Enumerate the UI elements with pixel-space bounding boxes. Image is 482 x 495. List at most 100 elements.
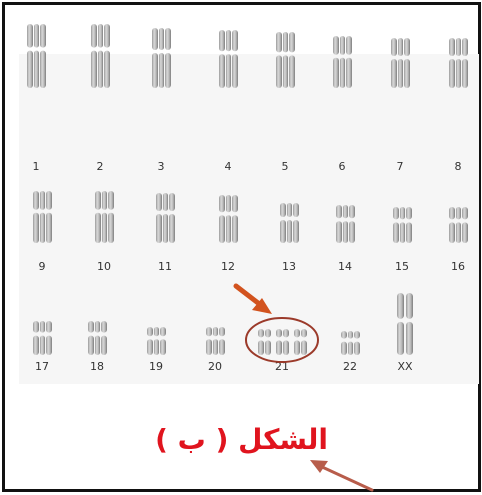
chromatid-arm	[232, 195, 238, 213]
chromosome-label-20: 20	[208, 360, 222, 373]
chromatid-arm	[287, 203, 292, 217]
chromatid-arm	[219, 195, 225, 213]
chromatid-arm	[406, 222, 412, 243]
chromatid-arm	[159, 53, 164, 88]
chromatid-arm	[88, 335, 94, 355]
chromatid-arm	[276, 329, 282, 338]
chromosome-label-8: 8	[455, 160, 462, 173]
chromatid-arm	[276, 55, 282, 88]
chromatid-arm	[340, 57, 345, 88]
caption-arrow-shaft	[318, 464, 374, 492]
chromosome-label-22: 22	[343, 360, 357, 373]
chromatid-arm	[333, 36, 339, 55]
chromatid-arm	[462, 59, 468, 88]
chromatid-arm	[301, 340, 307, 355]
chromatid-arm	[40, 335, 45, 355]
chromosome-label-15: 15	[395, 260, 409, 273]
chromatid-arm	[456, 207, 461, 220]
caption-arrow-head	[310, 460, 328, 473]
chromatid-arm	[91, 50, 97, 88]
chromatid-arm	[280, 220, 286, 243]
chromatid-arm	[154, 327, 159, 337]
pointer-arrow-shaft	[233, 283, 265, 309]
chromatid-arm	[46, 212, 52, 243]
chromatid-arm	[33, 191, 39, 210]
chromatid-arm	[349, 221, 355, 243]
chromosome-label-5: 5	[282, 160, 289, 173]
chromosome-label-18: 18	[90, 360, 104, 373]
chromatid-arm	[219, 215, 225, 243]
chromatid-arm	[147, 339, 153, 355]
chromatid-arm	[101, 321, 107, 333]
chromatid-arm	[449, 222, 455, 243]
chromatid-arm	[354, 331, 360, 339]
chromatid-arm	[406, 321, 413, 355]
chromatid-arm	[276, 340, 282, 355]
chromatid-arm	[397, 293, 404, 319]
chromatid-arm	[98, 24, 103, 48]
chromatid-arm	[283, 55, 288, 88]
chromatid-arm	[40, 50, 46, 88]
chromosome-label-11: 11	[158, 260, 172, 273]
chromatid-arm	[165, 53, 171, 88]
chromatid-arm	[336, 205, 342, 219]
chromatid-arm	[46, 321, 52, 333]
chromatid-arm	[404, 59, 410, 88]
chromatid-arm	[156, 214, 162, 243]
chromatid-arm	[348, 341, 353, 355]
chromatid-arm	[95, 212, 101, 243]
chromatid-arm	[95, 191, 101, 210]
chromatid-arm	[226, 215, 231, 243]
chromosome-label-16: 16	[451, 260, 465, 273]
chromatid-arm	[219, 327, 225, 337]
pointer-arrow-head	[252, 298, 272, 314]
chromatid-arm	[398, 59, 403, 88]
chromatid-arm	[289, 55, 295, 88]
chromatid-arm	[206, 339, 212, 355]
chromatid-arm	[46, 335, 52, 355]
chromatid-arm	[354, 341, 360, 355]
chromatid-arm	[449, 207, 455, 220]
chromatid-arm	[294, 329, 300, 338]
chromatid-arm	[341, 341, 347, 355]
chromatid-arm	[219, 339, 225, 355]
chromatid-arm	[343, 205, 348, 219]
chromatid-arm	[219, 54, 225, 88]
chromatid-arm	[406, 293, 413, 319]
chromosome-label-7: 7	[397, 160, 404, 173]
chromatid-arm	[393, 222, 399, 243]
chromosome-label-10: 10	[97, 260, 111, 273]
chromatid-arm	[404, 38, 410, 56]
chromatid-arm	[276, 32, 282, 53]
chromatid-arm	[163, 193, 168, 211]
chromatid-arm	[27, 24, 33, 48]
chromatid-arm	[400, 222, 405, 243]
chromatid-arm	[406, 207, 412, 220]
chromatid-arm	[462, 222, 468, 243]
chromosome-label-XX: XX	[397, 360, 413, 373]
chromatid-arm	[169, 193, 175, 211]
chromatid-arm	[101, 335, 107, 355]
chromatid-arm	[398, 38, 403, 56]
chromatid-arm	[280, 203, 286, 217]
chromatid-arm	[232, 215, 238, 243]
chromatid-arm	[40, 212, 45, 243]
chromosome-label-17: 17	[35, 360, 49, 373]
chromatid-arm	[165, 28, 171, 50]
chromatid-arm	[258, 329, 264, 338]
chromatid-arm	[456, 59, 461, 88]
chromatid-arm	[265, 329, 271, 338]
chromatid-arm	[160, 339, 166, 355]
chromatid-arm	[102, 191, 107, 210]
chromosome-label-13: 13	[282, 260, 296, 273]
chromatid-arm	[289, 32, 295, 53]
chromatid-arm	[349, 205, 355, 219]
chromatid-arm	[95, 321, 100, 333]
chromatid-arm	[108, 191, 114, 210]
chromatid-arm	[34, 50, 39, 88]
chromosome-label-12: 12	[221, 260, 235, 273]
chromatid-arm	[147, 327, 153, 337]
chromatid-arm	[391, 59, 397, 88]
chromatid-arm	[340, 36, 345, 55]
